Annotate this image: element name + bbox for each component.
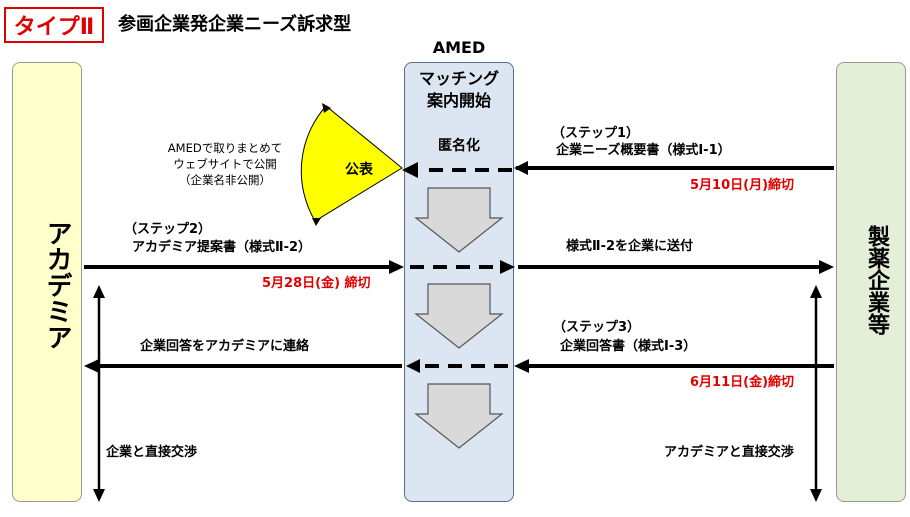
amed-note-line3: （企業名非公開） bbox=[179, 173, 271, 187]
amed-note-line1: AMEDで取りまとめて bbox=[167, 141, 283, 155]
publish-triangle-top bbox=[322, 103, 331, 113]
matching-line2: 案内開始 bbox=[426, 91, 491, 110]
academia-negotiation-head-bottom bbox=[93, 489, 105, 502]
step2-arrowhead bbox=[389, 260, 404, 274]
down-arrow-3 bbox=[414, 383, 504, 449]
academia-negotiation-head-top bbox=[93, 285, 105, 298]
down-arrow-2 bbox=[414, 283, 504, 349]
company-column bbox=[836, 62, 906, 502]
down-arrow-1 bbox=[414, 187, 504, 253]
publish-triangle-bottom bbox=[312, 218, 321, 226]
step1-doc: 企業ニーズ概要書（様式Ⅰ-1） bbox=[556, 143, 731, 158]
send-form-label: 様式Ⅱ-2を企業に送付 bbox=[566, 239, 694, 254]
academia-negotiation-label: 企業と直接交渉 bbox=[106, 445, 198, 460]
step3-deadline: 6月11日(金)締切 bbox=[690, 375, 795, 390]
send-form-arrowhead bbox=[819, 260, 834, 274]
step3-doc: 企業回答書（様式Ⅰ-3） bbox=[560, 339, 697, 354]
academia-column bbox=[12, 62, 82, 502]
step2-deadline: 5月28日(金) 締切 bbox=[262, 276, 371, 291]
academia-name: アカデミア bbox=[42, 220, 72, 350]
reply-arrowhead bbox=[84, 359, 99, 373]
publish-sector bbox=[300, 105, 403, 222]
company-negotiation-head-top bbox=[810, 285, 822, 298]
anonymize-arrowhead bbox=[402, 162, 418, 178]
page-title: 参画企業発企業ニーズ訴求型 bbox=[118, 14, 352, 35]
company-negotiation-label: アカデミアと直接交渉 bbox=[664, 445, 794, 460]
step2-label: （ステップ2） bbox=[124, 222, 212, 237]
type-badge: タイプⅡ bbox=[4, 7, 104, 43]
matching-line1: マッチング bbox=[418, 69, 499, 88]
step1-label: （ステップ1） bbox=[552, 126, 640, 141]
publish-label: 公表 bbox=[345, 162, 373, 178]
anonymize-label: 匿名化 bbox=[438, 138, 480, 154]
step2-doc: アカデミア提案書（様式Ⅱ-2） bbox=[132, 240, 312, 255]
amed-label: AMED bbox=[432, 38, 486, 57]
amed-note: AMEDで取りまとめて ウェブサイトで公開 （企業名非公開） bbox=[150, 140, 300, 188]
amed-back-arrowhead bbox=[406, 359, 420, 373]
step1-arrowhead bbox=[514, 161, 528, 175]
step1-deadline: 5月10日(月)締切 bbox=[690, 178, 795, 193]
amed-forward-arrowhead bbox=[500, 260, 515, 274]
amed-note-line2: ウェブサイトで公開 bbox=[173, 157, 277, 171]
step3-label: （ステップ3） bbox=[553, 320, 641, 335]
reply-label: 企業回答をアカデミアに連絡 bbox=[140, 339, 310, 354]
matching-start-label: マッチング 案内開始 bbox=[404, 68, 514, 112]
company-negotiation-head-bottom bbox=[810, 489, 822, 502]
company-name: 製薬企業等 bbox=[864, 225, 889, 335]
step3-arrowhead bbox=[514, 359, 529, 373]
